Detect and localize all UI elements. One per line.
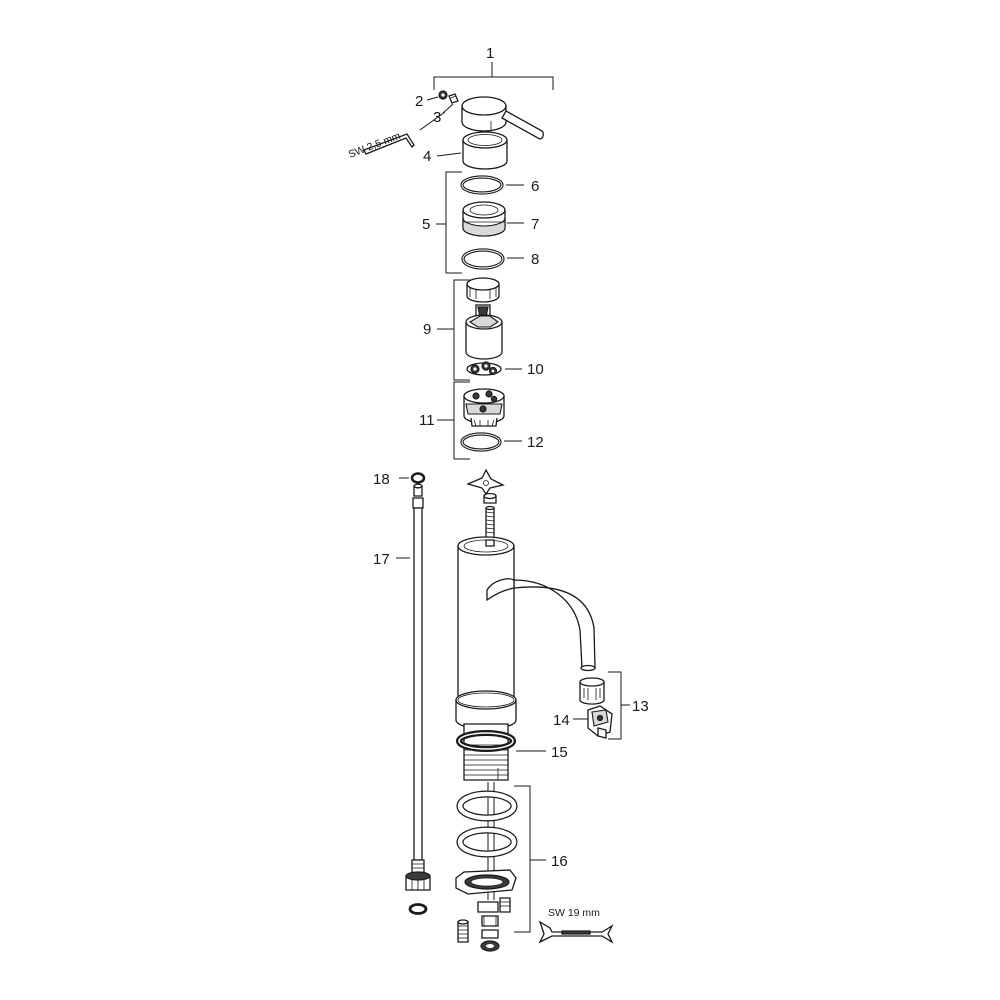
part-11-housing xyxy=(463,388,505,427)
part-12-o-ring xyxy=(460,432,502,452)
part-18-seal xyxy=(410,472,426,484)
part-16-bracket xyxy=(514,785,531,933)
part-label-16: 16 xyxy=(551,853,568,870)
part-label-10: 10 xyxy=(527,361,544,378)
part-9-bracket xyxy=(453,279,470,381)
part-14-aerator-key xyxy=(587,705,613,739)
part-label-15: 15 xyxy=(551,744,568,761)
part-6-o-ring xyxy=(460,175,504,195)
part-label-12: 12 xyxy=(527,434,544,451)
part-label-1: 1 xyxy=(486,45,494,62)
part-16-fixing-set xyxy=(455,782,518,952)
wrench-size-label: SW 19 mm xyxy=(548,907,600,919)
hex-key-tool xyxy=(363,133,415,155)
part-label-17: 17 xyxy=(373,551,390,568)
part-label-13: 13 xyxy=(632,698,649,715)
part-label-8: 8 xyxy=(531,251,539,268)
part-8-ring xyxy=(461,248,505,270)
faucet-body xyxy=(455,536,596,781)
part-10-seals xyxy=(466,361,502,376)
handle-lever xyxy=(461,96,544,140)
part-1-bracket xyxy=(433,62,554,90)
part-9-cartridge xyxy=(465,277,503,360)
part-label-14: 14 xyxy=(553,712,570,729)
part-13-aerator xyxy=(579,677,605,705)
retaining-clip xyxy=(466,468,505,496)
part-label-2: 2 xyxy=(415,93,423,110)
part-label-5: 5 xyxy=(422,216,430,233)
part-2-grub-ring xyxy=(438,90,448,100)
part-15-washer xyxy=(456,730,516,752)
wrench-tool xyxy=(538,920,614,944)
part-17-flexible-hose xyxy=(405,483,431,915)
part-4-cap xyxy=(462,131,508,170)
part-label-6: 6 xyxy=(531,178,539,195)
part-label-11: 11 xyxy=(419,412,435,429)
threaded-stud xyxy=(483,492,497,541)
part-5-bracket xyxy=(445,171,462,274)
part-3-grub-screw xyxy=(448,93,459,104)
part-label-4: 4 xyxy=(423,148,431,165)
hex-key-size-label: SW 2,5 mm xyxy=(347,130,403,161)
part-7-nut xyxy=(462,201,506,237)
part-label-7: 7 xyxy=(531,216,539,233)
part-label-9: 9 xyxy=(423,321,431,338)
part-label-18: 18 xyxy=(373,471,390,488)
